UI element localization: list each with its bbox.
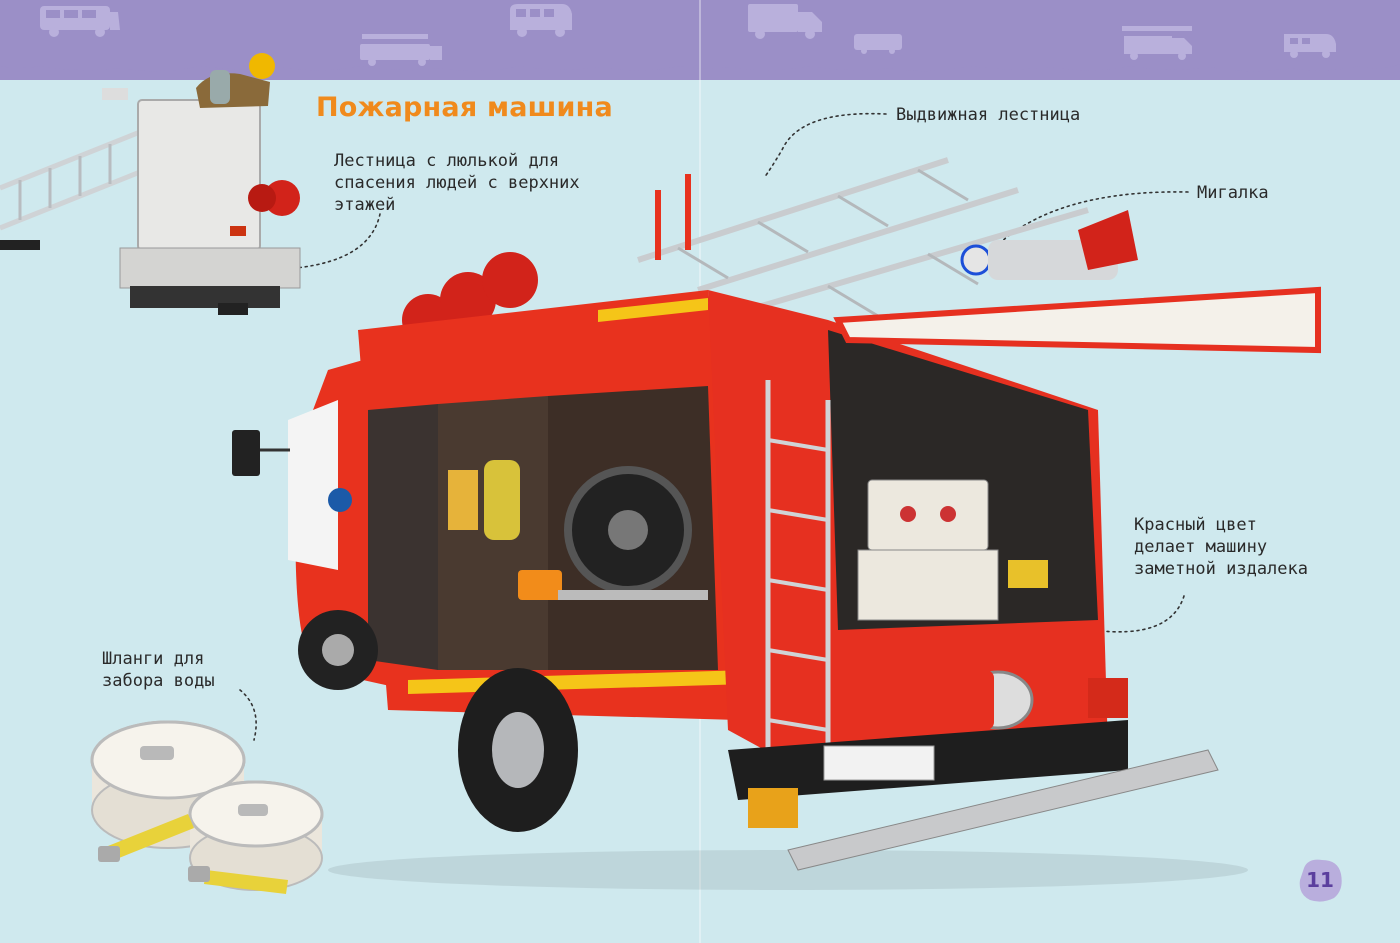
ladder-basket-image bbox=[0, 53, 301, 315]
fire-truck-image bbox=[232, 157, 1321, 890]
box-truck-icon bbox=[748, 4, 822, 39]
bus-icon bbox=[854, 34, 902, 54]
page-number-blob bbox=[1299, 859, 1342, 902]
minibus-icon bbox=[510, 4, 572, 37]
page-title: Пожарная машина bbox=[316, 92, 613, 123]
tow-truck-icon bbox=[1122, 26, 1192, 60]
header-torn-edge bbox=[0, 0, 1400, 72]
label-red-color: Красный цвет делает машину заметной изда… bbox=[1134, 515, 1308, 579]
page-number: 11 bbox=[1306, 868, 1334, 892]
camper-van-icon bbox=[1284, 34, 1336, 58]
label-hoses: Шланги для забора воды bbox=[102, 649, 215, 691]
page-number-badge: 11 bbox=[1296, 856, 1344, 904]
ladder-truck-icon bbox=[360, 34, 442, 66]
label-beacon: Мигалка bbox=[1197, 183, 1269, 203]
fire-hoses-image bbox=[90, 720, 324, 894]
label-extending-ladder: Выдвижная лестница bbox=[896, 105, 1081, 125]
label-ladder-basket: Лестница с люлькой для спасения людей с … bbox=[334, 151, 580, 215]
header-band bbox=[0, 0, 1400, 80]
ambulance-van-icon bbox=[40, 6, 120, 37]
